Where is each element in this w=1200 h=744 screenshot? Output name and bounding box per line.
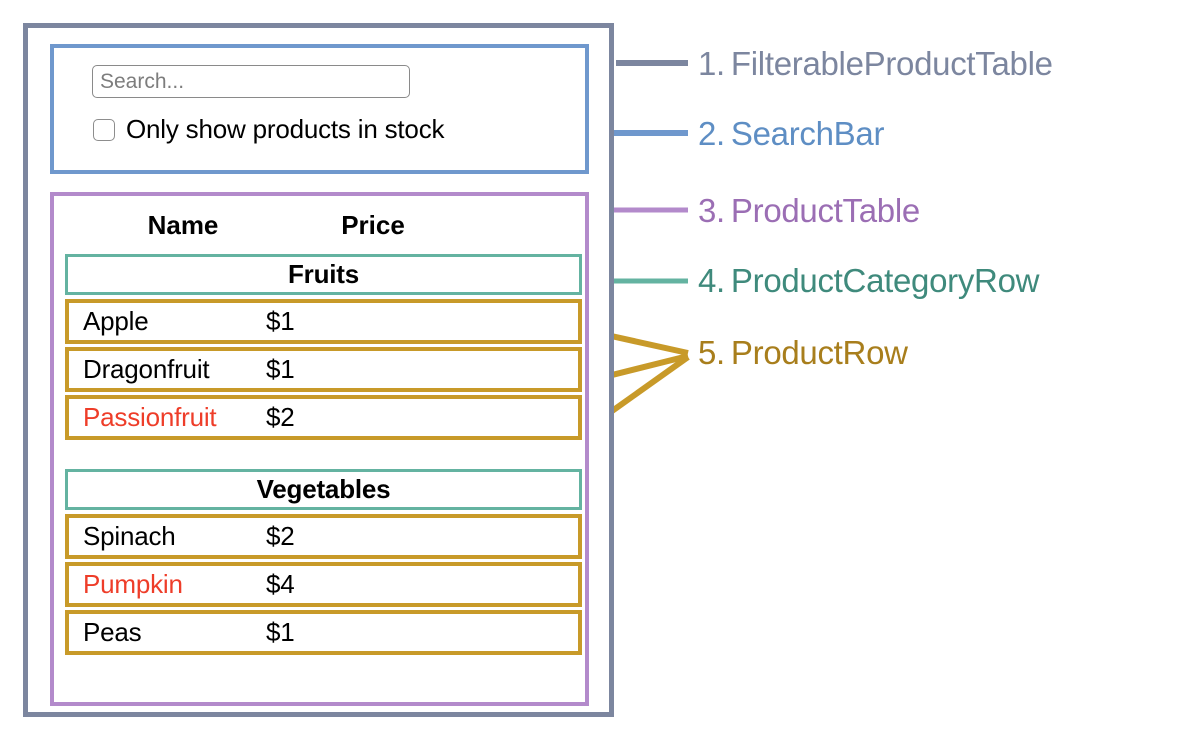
product-name: Pumpkin [83,569,183,599]
product-name: Dragonfruit [83,354,210,384]
product-price: $2 [266,521,295,551]
checkbox-icon[interactable] [93,118,115,141]
product-price: $4 [266,569,295,599]
product-price: $1 [266,617,295,647]
annotation-number: 4. [698,262,725,299]
column-header-name: Name [147,209,219,240]
product-row[interactable]: Apple $1 [65,299,582,344]
product-row[interactable]: Spinach $2 [65,514,582,559]
annotation-number: 1. [698,45,725,82]
product-category-label: Fruits [287,259,360,289]
product-price: $1 [266,354,295,384]
annotation-text: ProductCategoryRow [730,262,1040,299]
product-name: Spinach [83,521,176,551]
in-stock-checkbox-label: Only show products in stock [126,114,445,144]
annotation-number: 2. [698,115,725,152]
product-row[interactable]: Dragonfruit $1 [65,347,582,392]
filterable-product-table: Only show products in stock Name Price F… [23,23,614,717]
in-stock-filter[interactable]: Only show products in stock [93,114,444,145]
product-rows-container: Fruits Apple $1 Dragonfruit $1 Passionfr… [65,254,582,658]
annotation-label-product-table: 3.ProductTable [698,192,920,230]
annotation-label-search-bar: 2.SearchBar [698,115,884,153]
product-price: $2 [266,402,295,432]
annotation-text: ProductTable [730,192,920,229]
product-category-row: Fruits [65,254,582,295]
search-input[interactable] [92,65,410,98]
annotation-label-product-row: 5.ProductRow [698,334,908,372]
product-category-row: Vegetables [65,469,582,510]
annotation-label-filterable-product-table: 1.FilterableProductTable [698,45,1053,83]
search-bar: Only show products in stock [50,44,589,174]
column-header-price: Price [341,209,405,240]
annotation-text: ProductRow [730,334,908,371]
product-row[interactable]: Peas $1 [65,610,582,655]
table-header-row: Name Price [54,206,585,244]
annotation-text: FilterableProductTable [730,45,1053,82]
product-row[interactable]: Passionfruit $2 [65,395,582,440]
annotation-number: 5. [698,334,725,371]
annotation-text: SearchBar [730,115,885,152]
product-price: $1 [266,306,295,336]
annotation-number: 3. [698,192,725,229]
product-table: Name Price Fruits Apple $1 Dragonfruit $… [50,192,589,706]
product-row[interactable]: Pumpkin $4 [65,562,582,607]
product-name: Passionfruit [83,402,217,432]
group-spacer [65,443,582,469]
annotation-label-product-category-row: 4.ProductCategoryRow [698,262,1039,300]
product-name: Peas [83,617,142,647]
product-category-label: Vegetables [256,474,391,504]
product-name: Apple [83,306,149,336]
